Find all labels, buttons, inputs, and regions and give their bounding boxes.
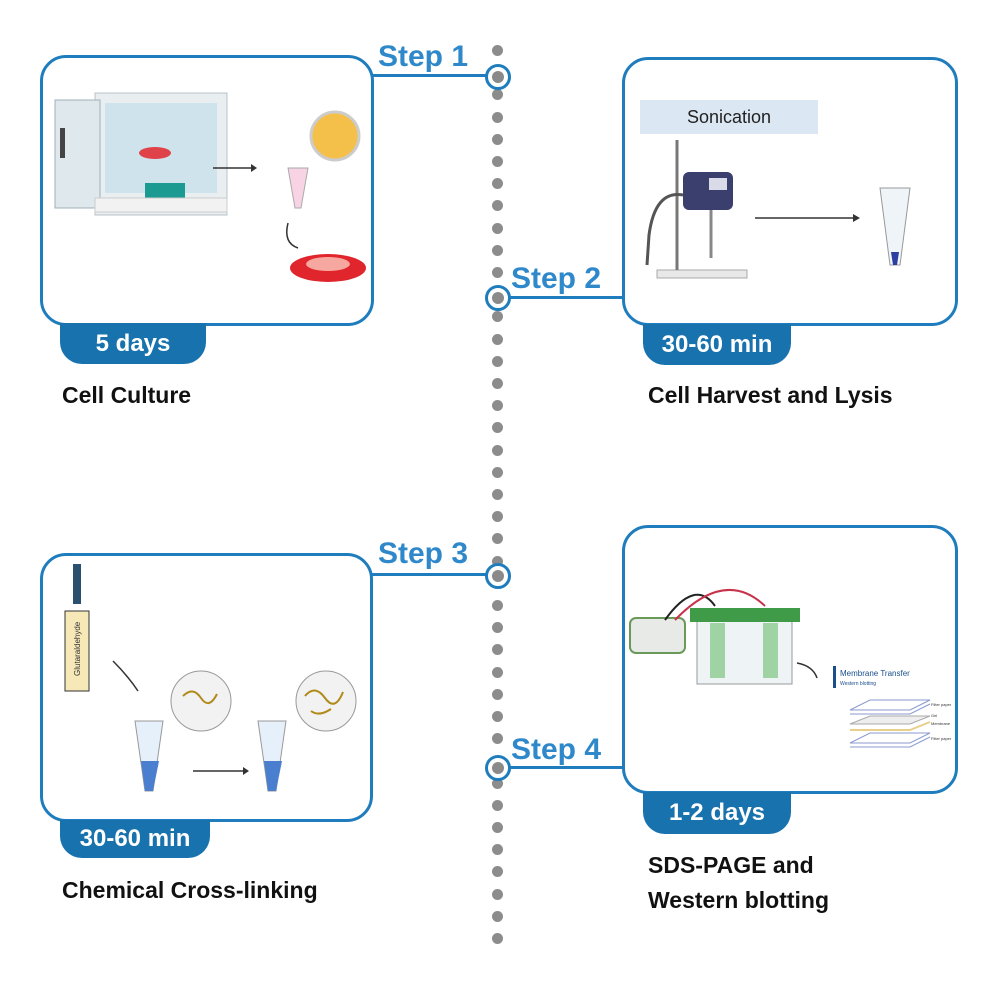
timeline-dot	[492, 666, 503, 678]
step-2-label: Step 2	[511, 262, 602, 295]
timeline-dot	[492, 622, 503, 634]
step-1-marker	[485, 64, 511, 90]
step-3-duration-badge: 30-60 min	[60, 820, 210, 858]
sonicator-illustration	[645, 140, 911, 279]
sonication-caption: Sonication	[640, 100, 818, 134]
timeline-dot	[492, 333, 503, 345]
timeline-dot	[492, 355, 503, 367]
timeline-dot	[492, 866, 503, 878]
timeline-dot	[492, 822, 503, 833]
timeline-dot	[492, 89, 503, 101]
step-1-title: Cell Culture	[62, 382, 192, 408]
timeline-dot	[492, 244, 503, 256]
timeline-dot	[492, 777, 503, 789]
inset-subtitle: Western blotting	[840, 681, 876, 687]
step-3-title: Chemical Cross-linking	[62, 877, 318, 903]
timeline-dot	[492, 222, 503, 234]
timeline-dot	[492, 45, 503, 56]
timeline-dot	[492, 133, 503, 145]
timeline-dot	[492, 533, 503, 545]
step-4-connector	[505, 766, 623, 769]
timeline-dot	[492, 444, 503, 456]
step-4-title-line-1: SDS-PAGE and	[648, 852, 814, 878]
inset-title: Membrane Transfer	[840, 669, 910, 678]
step-1-duration-badge: 5 days	[60, 323, 206, 364]
step-2-title: Cell Harvest and Lysis	[648, 382, 893, 408]
layer-label: Filter paper	[931, 702, 952, 707]
layer-label: Filter paper	[931, 736, 952, 741]
timeline-dot	[492, 422, 503, 434]
timeline-dot	[492, 644, 503, 656]
timeline-dot	[492, 267, 503, 278]
timeline-dot	[492, 400, 503, 412]
timeline-dot	[492, 910, 503, 922]
step-3-label: Step 3	[378, 537, 469, 570]
timeline-dot	[492, 600, 503, 611]
step-1-connector	[372, 74, 488, 77]
step-3-connector	[371, 573, 488, 576]
reagent-label: Glutaraldehyde	[73, 621, 82, 676]
step-4-label: Step 4	[511, 733, 602, 766]
layer-label: Gel	[931, 713, 937, 718]
timeline-dot	[492, 555, 503, 567]
timeline-dot	[492, 711, 503, 722]
timeline-dot	[492, 799, 503, 811]
timeline-dot	[492, 844, 503, 856]
timeline-dot	[492, 311, 503, 323]
step-4-title-line-2: Western blotting	[648, 887, 830, 913]
step-3-marker	[485, 563, 511, 589]
timeline-dot	[492, 489, 503, 500]
timeline-dot	[492, 511, 503, 523]
sds-page-illustration: Membrane Transfer Western blotting Filte…	[629, 589, 952, 748]
crosslinking-illustration: Glutaraldehyde	[64, 564, 357, 792]
step-1-label: Step 1	[378, 40, 469, 73]
layer-label: Membrane	[931, 721, 951, 726]
timeline-dot	[492, 733, 503, 745]
timeline-dot	[492, 156, 503, 167]
step-2-connector	[505, 296, 623, 299]
step-4-panel: Membrane Transfer Western blotting Filte…	[622, 525, 958, 794]
timeline-dot	[492, 933, 503, 944]
step-4-title: SDS-PAGE and Western blotting	[648, 848, 829, 918]
step-4-marker	[485, 755, 511, 781]
timeline-dot	[492, 200, 503, 212]
timeline-dot	[492, 688, 503, 700]
timeline-dot	[492, 888, 503, 900]
step-4-duration-badge: 1-2 days	[643, 792, 791, 834]
step-2-panel: Sonication	[622, 57, 958, 326]
step-2-marker	[485, 285, 511, 311]
incubator-illustration	[54, 92, 366, 282]
timeline-dot	[492, 378, 503, 389]
timeline-dot	[492, 111, 503, 123]
step-1-panel	[40, 55, 374, 326]
step-2-duration-badge: 30-60 min	[643, 324, 791, 365]
step-3-panel: Glutaraldehyde	[40, 553, 373, 822]
timeline-dot	[492, 178, 503, 190]
timeline-dot	[492, 466, 503, 478]
